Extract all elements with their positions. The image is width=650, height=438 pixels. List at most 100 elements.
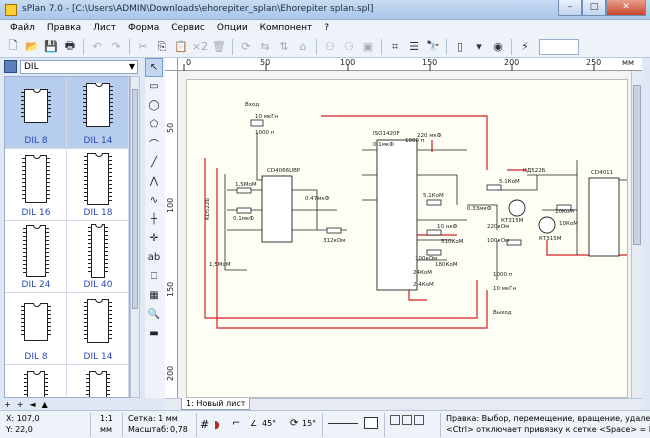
library-item[interactable]: DIL 16 [5, 149, 67, 221]
label-vhod: Вход [245, 102, 259, 108]
menu-help[interactable]: ? [324, 23, 330, 33]
library-item[interactable] [67, 365, 129, 397]
library-book-icon[interactable] [4, 60, 17, 73]
library-up-button[interactable]: ▲ [41, 400, 48, 409]
image-icon[interactable]: ▦ [149, 290, 159, 301]
fill-icon[interactable] [364, 417, 378, 429]
library-select-value: DIL [24, 62, 39, 72]
polyline-icon[interactable]: ⋀ [149, 176, 159, 187]
new-icon[interactable]: 🗋 [8, 39, 18, 52]
cut-icon[interactable]: ✂ [138, 40, 148, 53]
mirror-v-icon[interactable]: ⇅ [279, 40, 289, 53]
menu-shape[interactable]: Форма [127, 23, 160, 33]
menu-sheet[interactable]: Лист [93, 23, 116, 33]
library-select[interactable]: DIL ▼ [20, 60, 138, 74]
page-icon[interactable]: ▯ [456, 40, 464, 53]
pointer-icon[interactable]: ↖ [145, 58, 163, 77]
toolbar-field[interactable] [539, 38, 579, 55]
redo-icon[interactable]: ↷ [111, 40, 121, 53]
ruler-label: 150 [422, 58, 438, 67]
delete-icon[interactable]: 🗑 [212, 40, 226, 53]
mirror-h-icon[interactable]: ⇆ [260, 40, 270, 53]
rectangle-icon[interactable]: ▭ [149, 81, 159, 92]
ruler-label: 200 [504, 58, 520, 67]
page-dropdown-icon[interactable]: ▾ [476, 40, 482, 53]
library-item[interactable]: DIL 18 [67, 149, 129, 221]
library-item[interactable]: DIL 40 [67, 221, 129, 293]
menu-bar: Файл Правка Лист Форма Сервис Опции Комп… [0, 20, 650, 36]
open-icon[interactable]: 📂 [25, 40, 39, 53]
label: 100кОм [487, 238, 509, 244]
search-icon[interactable]: 🔭 [426, 40, 440, 53]
properties-icon[interactable]: ☰ [409, 40, 419, 53]
label: 312кОм [323, 238, 345, 244]
group-icon[interactable]: ⚇ [325, 40, 335, 53]
menu-edit[interactable]: Правка [46, 23, 82, 33]
zoom-icon[interactable]: ◉ [493, 40, 503, 53]
tab-sheet-1[interactable]: 1: Новый лист [181, 398, 251, 410]
angle-icon[interactable]: ∠ [250, 419, 258, 428]
ungroup-icon[interactable]: ⚆ [344, 40, 354, 53]
menu-file[interactable]: Файл [10, 23, 35, 33]
maximize-button[interactable]: □ [582, 0, 606, 16]
library-scrollbar[interactable] [130, 76, 140, 398]
ellipse-icon[interactable]: ◯ [148, 100, 160, 111]
save-icon[interactable]: 💾 [44, 40, 58, 53]
grid-label: Сетка: 1 мм [128, 414, 178, 423]
add-library-button[interactable]: + [4, 400, 11, 409]
curve-icon[interactable]: ∿ [149, 195, 159, 206]
angle-45[interactable]: 45° [262, 419, 277, 428]
wire-icon[interactable]: ┼ [150, 214, 158, 225]
text-icon[interactable]: ab [147, 252, 161, 263]
library-item[interactable]: DIL 14 [67, 77, 129, 149]
measure-icon[interactable]: ▬ [149, 328, 159, 339]
rotate-step-icon[interactable]: ⟳ [290, 418, 299, 429]
copy-icon[interactable]: ⎘ [157, 39, 167, 53]
snap-icon[interactable]: ⌗ [391, 39, 399, 53]
library-item[interactable]: DIL 8 [5, 77, 67, 149]
undo-icon[interactable]: ↶ [92, 40, 102, 53]
library-item[interactable] [5, 365, 67, 397]
library-item-label: DIL 14 [83, 352, 113, 362]
drawing-canvas[interactable]: Вход 10 мкГн 1000 п CD4066UBP ISO1420F 1… [178, 71, 631, 398]
zoom-ratio: 1:1 [100, 414, 113, 423]
add-component-button[interactable]: + [16, 400, 24, 409]
line-icon[interactable]: ╱ [150, 157, 158, 168]
snap-magnet-icon[interactable]: ◗ [214, 418, 220, 431]
label: 10 мкГн [493, 286, 517, 292]
close-button[interactable]: ✕ [606, 0, 646, 16]
library-item-label: DIL 8 [24, 352, 48, 362]
text-frame-icon[interactable]: ⎕ [151, 271, 157, 282]
bezier-icon[interactable]: ⌒ [149, 140, 159, 151]
line-width-icon[interactable] [328, 423, 358, 424]
align-icons [390, 415, 424, 425]
library-item[interactable]: DIL 24 [5, 221, 67, 293]
print-icon[interactable]: 🖶 [64, 39, 76, 52]
zoom-tool-icon[interactable]: 🔍 [147, 309, 161, 320]
rotate-icon[interactable]: ⟳ [241, 40, 251, 53]
polygon-icon[interactable]: ⬠ [149, 119, 159, 130]
component-editor-icon[interactable]: ⚡ [521, 40, 529, 53]
paste-icon[interactable]: 📋 [174, 40, 188, 53]
canvas-vertical-scrollbar[interactable] [631, 71, 642, 398]
wire-mode-icon[interactable]: ⌐ [232, 418, 241, 429]
grid-icon[interactable]: # [200, 418, 210, 431]
angle-15[interactable]: 15° [302, 419, 317, 428]
junction-icon[interactable]: ✛ [149, 233, 159, 244]
library-prev-button[interactable]: ◄ [29, 400, 36, 409]
library-item[interactable]: DIL 8 [5, 293, 67, 365]
main-toolbar: 🗋 📂 💾 🖶 ↶ ↷ ✂ ⎘ 📋 ×2 🗑 ⟳ ⇆ ⇅ ⌂ ⚇ ⚆ ▣ ⌗ ☰… [0, 36, 650, 58]
ruler-label: 150 [166, 281, 175, 297]
label: 220кОм [487, 224, 509, 230]
front-icon[interactable]: ▣ [362, 40, 374, 53]
menu-component[interactable]: Компонент [259, 23, 313, 33]
minimize-button[interactable]: – [558, 0, 582, 16]
menu-options[interactable]: Опции [216, 23, 248, 33]
menu-service[interactable]: Сервис [171, 23, 205, 33]
duplicate-icon[interactable]: ×2 [191, 40, 209, 53]
label: 0,1мкФ [373, 142, 394, 148]
library-item[interactable]: DIL 14 [67, 293, 129, 365]
label: 180КоМ [435, 262, 458, 268]
label: KD522Б [205, 198, 211, 220]
align-icon[interactable]: ⌂ [299, 40, 307, 53]
